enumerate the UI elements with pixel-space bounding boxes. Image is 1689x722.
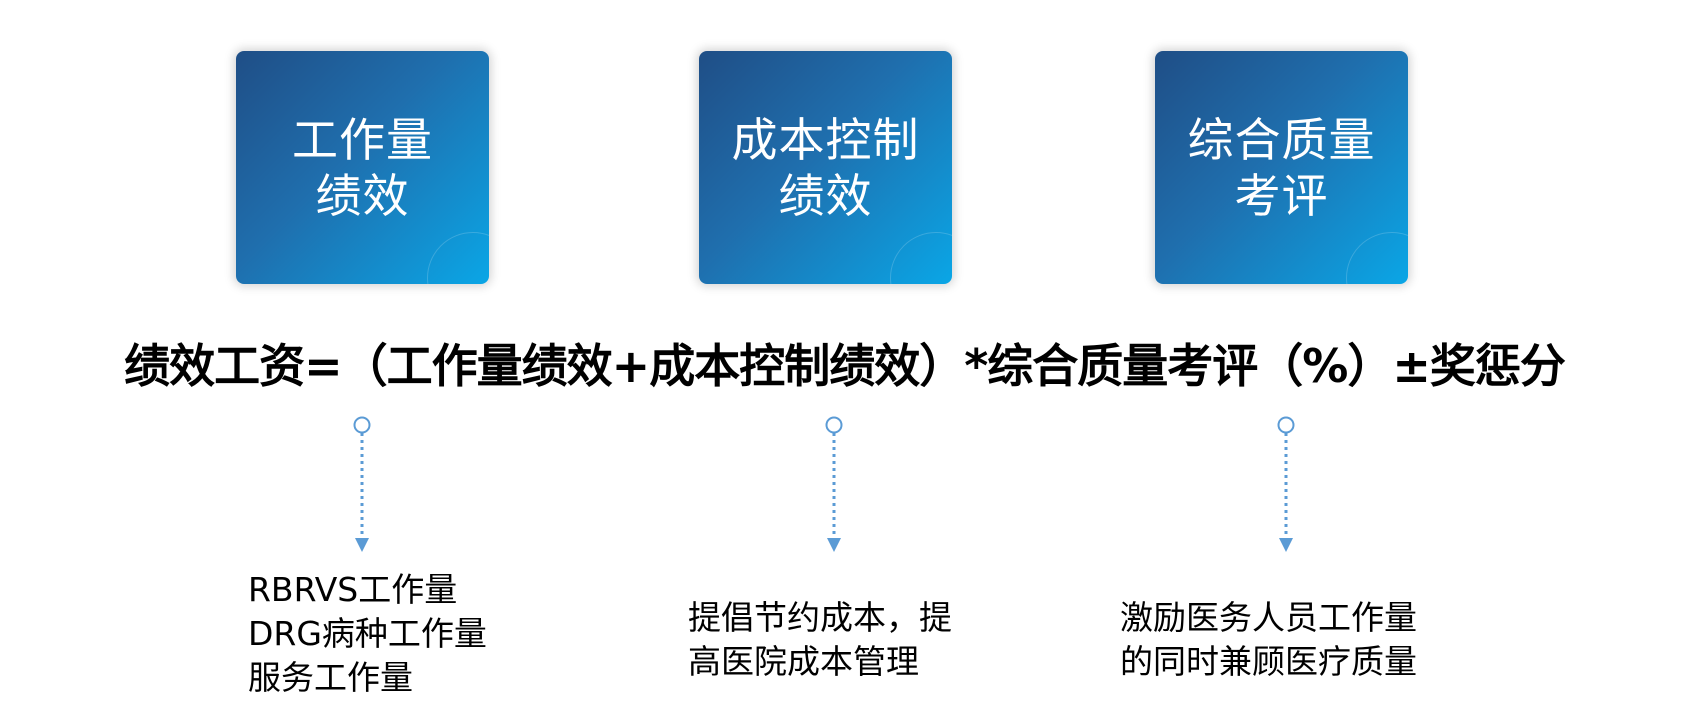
card-workload-performance: 工作量 绩效 [236,51,489,284]
card-title-line2: 绩效 [315,168,410,223]
description-line: DRG病种工作量 [248,614,487,653]
card-title-line1: 成本控制 [731,112,920,167]
card-title-line2: 考评 [1234,168,1329,223]
performance-salary-formula: 绩效工资=（工作量绩效+成本控制绩效）*综合质量考评（%）±奖惩分 [124,339,1566,393]
cost-control-description: 提倡节约成本，提 高医院成本管理 [688,596,952,684]
quality-description: 激励医务人员工作量 的同时兼顾医疗质量 [1120,596,1417,684]
description-line: 提倡节约成本，提 [688,598,952,637]
description-line: 激励医务人员工作量 [1120,598,1417,637]
workload-description: RBRVS工作量 DRG病种工作量 服务工作量 [248,568,487,700]
card-quality-evaluation: 综合质量 考评 [1155,51,1408,284]
card-title-line2: 绩效 [778,168,873,223]
card-cost-control-performance: 成本控制 绩效 [699,51,952,284]
card-title-line1: 综合质量 [1187,112,1376,167]
down-arrow-connector [353,416,371,552]
description-line: 服务工作量 [248,658,413,697]
description-line: 的同时兼顾医疗质量 [1120,642,1417,681]
description-line: RBRVS工作量 [248,570,458,609]
card-title-line1: 工作量 [292,112,433,167]
down-arrow-connector [1277,416,1295,552]
down-arrow-connector [825,416,843,552]
description-line: 高医院成本管理 [688,642,919,681]
